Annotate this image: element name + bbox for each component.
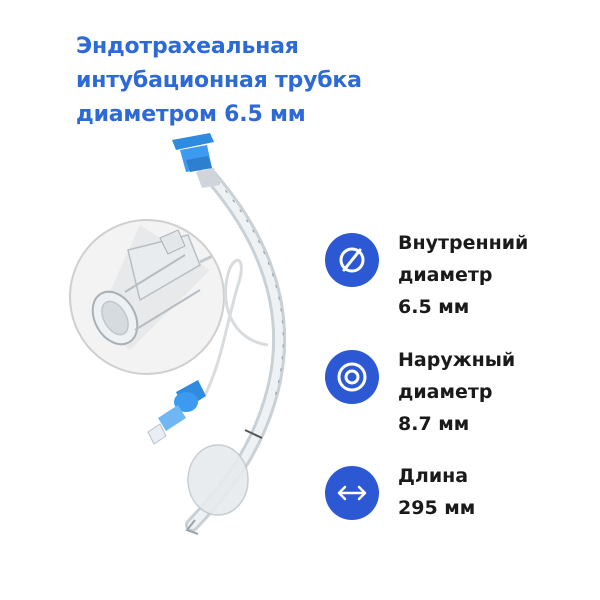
spec-label: Наружный [398, 349, 516, 371]
title-line-2: интубационная трубка [76, 68, 362, 93]
spec-value: 8.7 мм [398, 413, 470, 435]
spec-value: 295 мм [398, 497, 476, 519]
spec-length-text: Длина 295 мм [398, 460, 475, 524]
title-line-3: диаметром 6.5 мм [76, 102, 306, 127]
tube-cuff [187, 444, 249, 516]
spec-label: Длина [398, 465, 469, 487]
spec-inner-diameter-text: Внутренний диаметр 6.5 мм [398, 227, 528, 323]
product-title: Эндотрахеальная интубационная трубка диа… [76, 30, 406, 132]
title-line-1: Эндотрахеальная [76, 34, 299, 59]
diameter-icon [325, 233, 379, 287]
spec-value: 6.5 мм [398, 296, 470, 318]
pilot-valve [147, 380, 206, 445]
spec-outer-diameter-text: Наружный диаметр 8.7 мм [398, 344, 515, 440]
outer-circle-icon [325, 350, 379, 404]
spec-label: диаметр [398, 264, 493, 286]
pilot-line [203, 258, 269, 396]
double-arrow-icon [325, 466, 379, 520]
tube-connector [172, 133, 220, 188]
zoom-detail-circle [69, 219, 225, 375]
spec-label: Внутренний [398, 232, 529, 254]
spec-label: диаметр [398, 381, 493, 403]
